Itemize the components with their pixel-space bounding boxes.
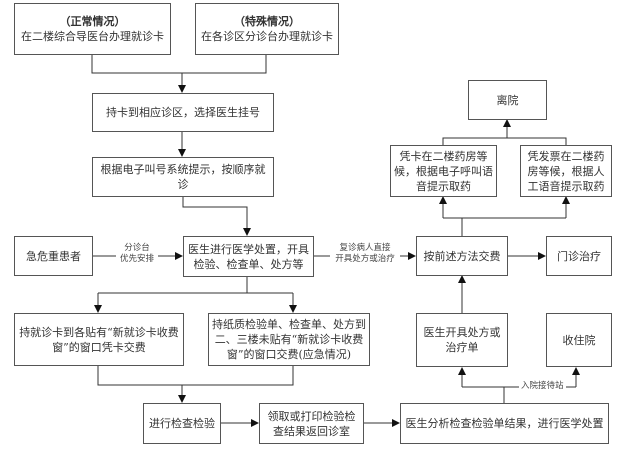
node-pay-same: 按前述方法交费 xyxy=(416,236,508,276)
node-doctor-treat: 医生进行医学处置，开具检验、检查单、处方等 xyxy=(183,236,314,277)
edge-label-admission-station: 入院接待站 xyxy=(519,381,566,392)
node-special-card: （特殊情况） 在各诊区分诊台办理就诊卡 xyxy=(195,3,339,55)
edge-label-revisit-direct: 复诊病人直接 开具处方或治疗 xyxy=(330,243,400,265)
node-normal-card-condition: （正常情况） xyxy=(59,15,126,28)
edge-special-merge xyxy=(182,54,267,74)
node-register: 持卡到相应诊区，选择医生挂号 xyxy=(92,93,274,132)
edge-normal-merge xyxy=(91,54,182,74)
node-exam: 进行检查检验 xyxy=(143,403,221,444)
node-analyze: 医生分析检查检验单结果，进行医学处置 xyxy=(400,403,609,444)
node-prescribe: 医生开具处方或治疗单 xyxy=(416,313,508,367)
node-normal-card: （正常情况） 在二楼综合导医台办理就诊卡 xyxy=(14,3,171,55)
node-pharmacy-invoice: 凭发票在二楼药房等候，根据人工语音提示取药 xyxy=(520,145,612,197)
edge-label-triage-priority: 分诊台 优先安排 xyxy=(116,243,158,265)
node-outpatient: 门诊治疗 xyxy=(546,236,612,276)
node-pharmacy-card: 凭卡在二楼药房等候，根据电子呼叫语音提示取药 xyxy=(390,145,497,197)
node-queue: 根据电子叫号系统提示，按顺序就诊 xyxy=(92,157,274,197)
node-emergency: 急危重患者 xyxy=(14,236,93,276)
node-special-card-text: 在各诊区分诊台办理就诊卡 xyxy=(201,30,333,43)
node-discharge: 离院 xyxy=(468,80,547,120)
node-pay-paper: 持纸质检验单、检查单、处方到二、三楼未贴有“新就诊卡收费窗”的窗口交费(应急情况… xyxy=(208,313,370,366)
edge-queue-doctor xyxy=(182,196,251,236)
node-get-results: 领取或打印检验检查结果返回诊室 xyxy=(259,403,364,444)
node-pay-card: 持就诊卡到各贴有“新就诊卡收费窗”的窗口凭卡交费 xyxy=(14,313,184,366)
node-special-card-condition: （特殊情况） xyxy=(234,15,300,28)
node-admit: 收住院 xyxy=(546,313,612,367)
node-normal-card-text: 在二楼综合导医台办理就诊卡 xyxy=(21,30,164,43)
